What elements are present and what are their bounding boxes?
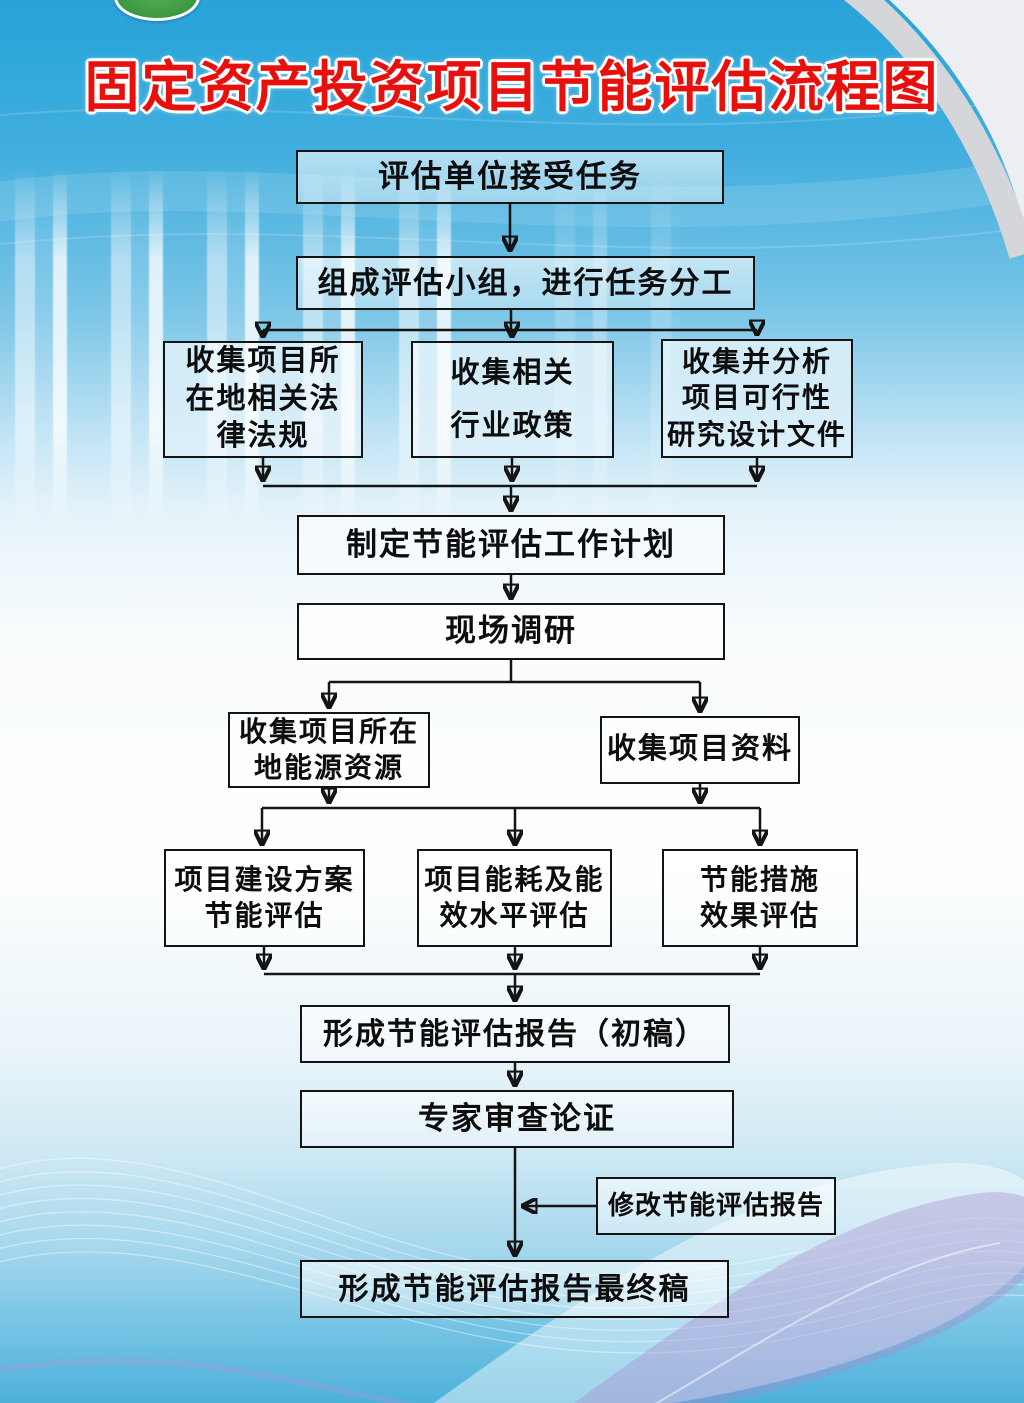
node-collect-project-data: 收集项目资料 xyxy=(600,716,800,784)
node-collect-laws: 收集项目所 在地相关法 律法规 xyxy=(163,341,363,458)
node-site-survey: 现场调研 xyxy=(297,603,725,660)
node-draft-report: 形成节能评估报告（初稿） xyxy=(300,1005,730,1063)
node-eval-construction-plan: 项目建设方案 节能评估 xyxy=(164,849,365,947)
poster-title: 固定资产投资项目节能评估流程图 xyxy=(84,56,940,118)
node-eval-energy-efficiency: 项目能耗及能 效水平评估 xyxy=(417,849,612,947)
node-eval-saving-measures: 节能措施 效果评估 xyxy=(662,849,858,947)
node-accept-task: 评估单位接受任务 xyxy=(296,150,724,204)
node-form-team: 组成评估小组，进行任务分工 xyxy=(296,256,755,310)
node-make-plan: 制定节能评估工作计划 xyxy=(297,515,725,575)
silver-swoosh-decoration xyxy=(843,0,1024,259)
node-final-report: 形成节能评估报告最终稿 xyxy=(300,1260,729,1318)
node-expert-review: 专家审查论证 xyxy=(300,1090,734,1148)
node-revise-report: 修改节能评估报告 xyxy=(596,1177,836,1235)
node-collect-local-energy: 收集项目所在 地能源资源 xyxy=(228,712,430,788)
node-collect-feasibility: 收集并分析 项目可行性 研究设计文件 xyxy=(661,339,853,458)
node-collect-policies: 收集相关 行业政策 xyxy=(411,341,614,458)
